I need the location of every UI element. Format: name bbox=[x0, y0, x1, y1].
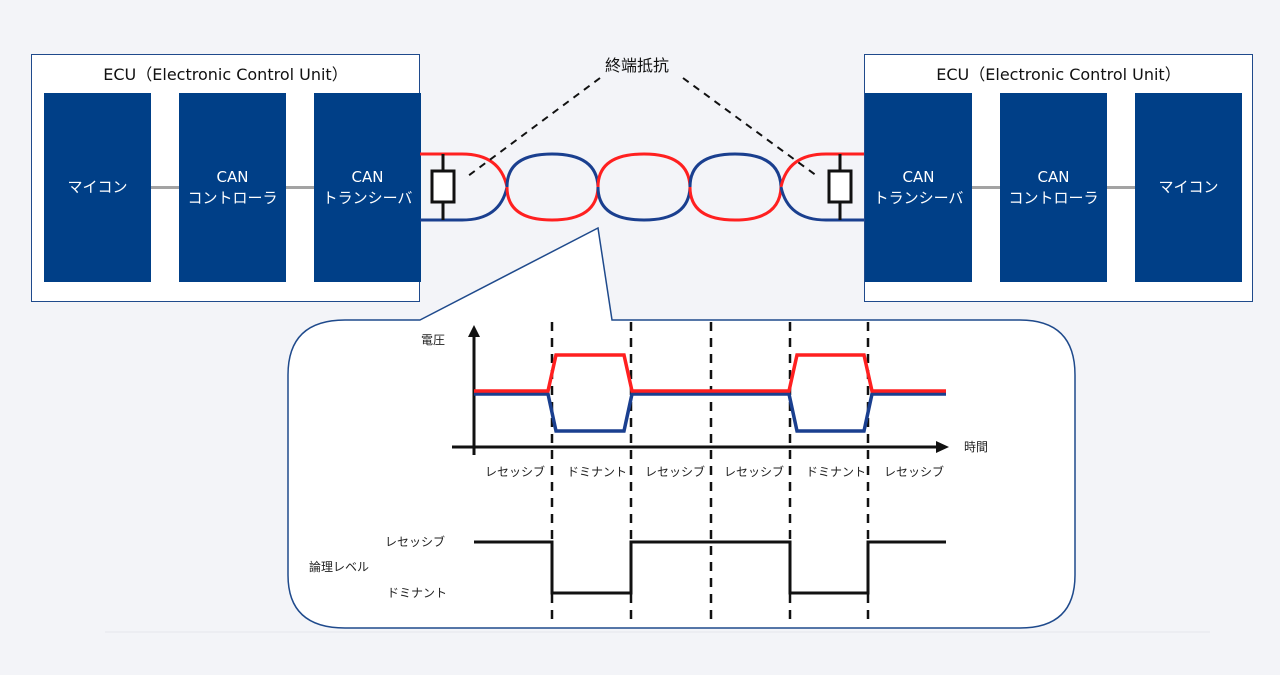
leader-line-right bbox=[682, 77, 818, 177]
ecu-left-can-controller: CAN コントローラ bbox=[179, 93, 286, 282]
ecu-right-title: ECU（Electronic Control Unit） bbox=[936, 65, 1181, 84]
ecu-left-microcontroller: マイコン bbox=[44, 93, 151, 282]
block-line2: トランシーバ bbox=[322, 188, 413, 207]
ecu-left: ECU（Electronic Control Unit） マイコン CAN コン… bbox=[31, 54, 421, 302]
termination-resistor-left bbox=[430, 154, 456, 220]
block-line2: コントローラ bbox=[1008, 188, 1099, 207]
y-axis-arrow-icon bbox=[468, 325, 480, 337]
ecu-right-microcontroller: マイコン bbox=[1135, 93, 1242, 282]
logic-low-label: ドミナント bbox=[387, 586, 448, 600]
block-line1: CAN bbox=[216, 167, 249, 186]
block-line1: CAN bbox=[1037, 167, 1070, 186]
twist-1-bottom bbox=[505, 186, 600, 222]
ecu-right: ECU（Electronic Control Unit） CAN トランシーバ … bbox=[864, 54, 1253, 302]
can-high-wire-right bbox=[779, 152, 864, 188]
block-line2: コントローラ bbox=[187, 188, 278, 207]
twist-1-top bbox=[505, 152, 600, 188]
twist-3-top bbox=[688, 152, 783, 188]
leader-line-left bbox=[467, 77, 601, 177]
logic-level-label: 論理レベル bbox=[309, 560, 370, 574]
can-low-signal bbox=[474, 392, 946, 433]
connector bbox=[1107, 186, 1135, 189]
connector bbox=[972, 186, 1000, 189]
termination-resistor-label: 終端抵抗 bbox=[605, 56, 670, 75]
ecu-right-can-controller: CAN コントローラ bbox=[1000, 93, 1107, 282]
block-line2: マイコン bbox=[67, 178, 128, 196]
termination-resistor-right bbox=[827, 154, 853, 220]
x-axis-arrow-icon bbox=[936, 441, 949, 453]
twist-2-top bbox=[596, 152, 692, 188]
segment-label: レセッシブ bbox=[645, 465, 706, 479]
segment-label: ドミナント bbox=[567, 465, 628, 479]
segment-label: レセッシブ bbox=[724, 465, 785, 479]
block-line1: CAN bbox=[902, 167, 935, 186]
connector bbox=[286, 186, 314, 189]
can-low-wire-right bbox=[779, 186, 864, 222]
twist-3-bottom bbox=[688, 186, 783, 222]
can-high-wire-left bbox=[420, 152, 509, 188]
twist-2-bottom bbox=[596, 186, 692, 222]
can-bus-twisted-pair bbox=[420, 152, 864, 222]
waveform-callout bbox=[287, 226, 1076, 629]
x-axis-label: 時間 bbox=[964, 440, 989, 454]
segment-label: レセッシブ bbox=[884, 465, 945, 479]
y-axis-label: 電圧 bbox=[421, 333, 446, 347]
can-high-signal bbox=[474, 353, 946, 393]
connector bbox=[151, 186, 179, 189]
ecu-right-can-transceiver: CAN トランシーバ bbox=[865, 93, 972, 282]
block-line1: CAN bbox=[351, 167, 384, 186]
segment-label: ドミナント bbox=[806, 465, 867, 479]
block-line2: トランシーバ bbox=[873, 188, 964, 207]
segment-label: レセッシブ bbox=[485, 465, 546, 479]
block-line2: マイコン bbox=[1158, 178, 1219, 196]
logic-high-label: レセッシブ bbox=[385, 535, 446, 549]
can-low-wire-left bbox=[420, 186, 509, 222]
ecu-left-title: ECU（Electronic Control Unit） bbox=[103, 65, 348, 84]
ecu-left-can-transceiver: CAN トランシーバ bbox=[314, 93, 421, 282]
logic-level-signal bbox=[474, 540, 946, 595]
